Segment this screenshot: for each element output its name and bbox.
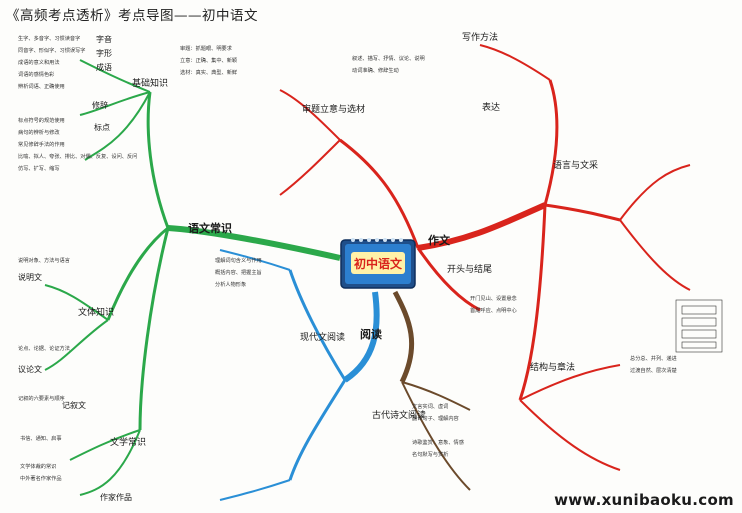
- note-18: 立意：正确、集中、新颖: [180, 56, 237, 64]
- green-sub-7: [44, 284, 109, 321]
- note-8: 常见修辞手法的作用: [18, 140, 65, 148]
- label-jichu-zhishi: 基础知识: [132, 77, 168, 89]
- note-23: 首尾呼应、点明中心: [470, 306, 517, 314]
- green-sub-3: [138, 227, 170, 431]
- red-sub-7: [279, 139, 341, 196]
- label-jixu: 记叙文: [62, 400, 86, 410]
- red-sub-8: [479, 44, 551, 81]
- brown-sub-1: [401, 381, 471, 411]
- green-sub-1: [146, 91, 170, 229]
- red-sub-12: [519, 399, 621, 471]
- note-14: 书信、通知、启事: [20, 434, 62, 442]
- label-zuowen: 作文: [428, 233, 451, 247]
- note-11: 记叙的六要素与顺序: [18, 394, 65, 402]
- note-2: 同音字、形似字、习惯误写字: [18, 46, 85, 54]
- label-wenxue-changshi: 文学常识: [110, 436, 146, 448]
- blue-sub-4: [219, 479, 291, 501]
- note-22: 开门见山、设置悬念: [470, 294, 517, 302]
- note-5: 辨析词语、正确使用: [18, 82, 65, 90]
- note-12: 说明对象、方法与语言: [18, 256, 70, 264]
- branch-line-brown: [392, 290, 415, 384]
- label-zuozhe: 作家作品: [100, 492, 132, 502]
- note-31: 诗歌鉴赏：意象、情感: [412, 438, 464, 446]
- label-xiandai-wen: 现代文阅读: [300, 331, 345, 343]
- red-sub-4: [339, 138, 420, 249]
- red-sub-3: [416, 247, 481, 312]
- green-sub-9: [69, 429, 141, 461]
- label-chengyu: 成语: [96, 62, 112, 72]
- label-xiushi: 修辞: [92, 100, 108, 110]
- label-yilun: 议论文: [18, 364, 42, 374]
- center-title: 初中语文: [354, 256, 403, 271]
- red-sub-1: [543, 79, 559, 206]
- blue-sub-2: [288, 379, 347, 481]
- label-shuoming: 说明文: [18, 272, 42, 282]
- center-badge: 初中语文: [340, 238, 416, 289]
- note-26: 理解词句含义与作用: [215, 256, 262, 264]
- label-yuedu: 阅读: [360, 327, 382, 341]
- note-32: 名句默写与赏析: [412, 450, 448, 458]
- label-yuwen-changshi: 语文常识: [188, 221, 232, 235]
- branch-line-green: [167, 225, 341, 261]
- note-3: 成语的意义和用法: [18, 58, 60, 66]
- note-10: 仿写、扩写、缩写: [18, 164, 60, 172]
- red-sub-11: [519, 364, 621, 401]
- label-ziyin: 字音: [96, 34, 112, 44]
- note-28: 分析人物形象: [215, 280, 246, 288]
- green-sub-2: [106, 226, 169, 321]
- page-title: 《高频考点透析》考点导图——初中语文: [6, 8, 258, 24]
- label-biaodian: 标点: [94, 122, 110, 132]
- green-sub-8: [44, 319, 109, 371]
- note-7: 病句的辨析与修改: [18, 128, 60, 136]
- note-21: 动词准确、修辞生动: [352, 66, 399, 74]
- structure-diagram-panel: [675, 299, 723, 353]
- note-4: 词语的感情色彩: [18, 70, 55, 78]
- note-20: 叙述、描写、抒情、议论、说明: [352, 54, 425, 62]
- label-shenti-lizhi: 审题立意与选材: [302, 103, 365, 115]
- note-1: 生字、多音字、习惯读音字: [18, 34, 80, 42]
- note-19: 选材：真实、典型、新鲜: [180, 68, 237, 76]
- watermark-text: www.xunibaoku.com: [554, 491, 734, 509]
- blue-sub-1: [288, 269, 347, 381]
- green-sub-10: [79, 429, 141, 496]
- green-sub-5: [79, 91, 151, 116]
- branch-line-blue: [343, 291, 380, 383]
- note-30: 翻译句子、理解内容: [412, 414, 459, 422]
- label-xiezuo-fangfa: 写作方法: [462, 31, 498, 43]
- note-6: 标点符号的规范使用: [18, 116, 65, 124]
- label-zixing: 字形: [96, 48, 112, 58]
- note-25: 过渡自然、层次清楚: [630, 366, 677, 374]
- note-27: 概括内容、把握主旨: [215, 268, 262, 276]
- note-13: 论点、论据、论证方法: [18, 344, 70, 352]
- red-sub-9: [619, 164, 691, 221]
- label-guwen: 古代诗文阅读: [372, 409, 426, 421]
- note-29: 文言实词、虚词: [412, 402, 448, 410]
- note-16: 文学体裁的常识: [20, 462, 56, 470]
- red-sub-10: [619, 219, 691, 291]
- red-sub-5: [518, 204, 547, 401]
- green-sub-6: [84, 91, 151, 161]
- label-yuyan-wencai: 语言与文采: [553, 159, 598, 171]
- label-biaoda: 表达: [482, 101, 500, 113]
- label-jiegou-zhangfa: 结构与章法: [530, 361, 575, 373]
- brown-sub-2: [401, 381, 471, 491]
- note-24: 总分总、并列、递进: [630, 354, 677, 362]
- note-9: 比喻、拟人、夸张、排比、对偶、反复、设问、反问: [18, 152, 137, 160]
- note-17: 审题：抓题眼、明要求: [180, 44, 233, 52]
- red-sub-6: [279, 89, 341, 141]
- blue-sub-3: [219, 249, 291, 271]
- green-sub-4: [79, 59, 151, 93]
- label-wenti-zhishi: 文体知识: [78, 306, 114, 318]
- red-sub-2: [544, 203, 621, 222]
- branch-line-red: [417, 202, 547, 251]
- note-15: 中外著名作家作品: [20, 474, 62, 482]
- label-kaitou-jiewei: 开头与结尾: [447, 263, 492, 275]
